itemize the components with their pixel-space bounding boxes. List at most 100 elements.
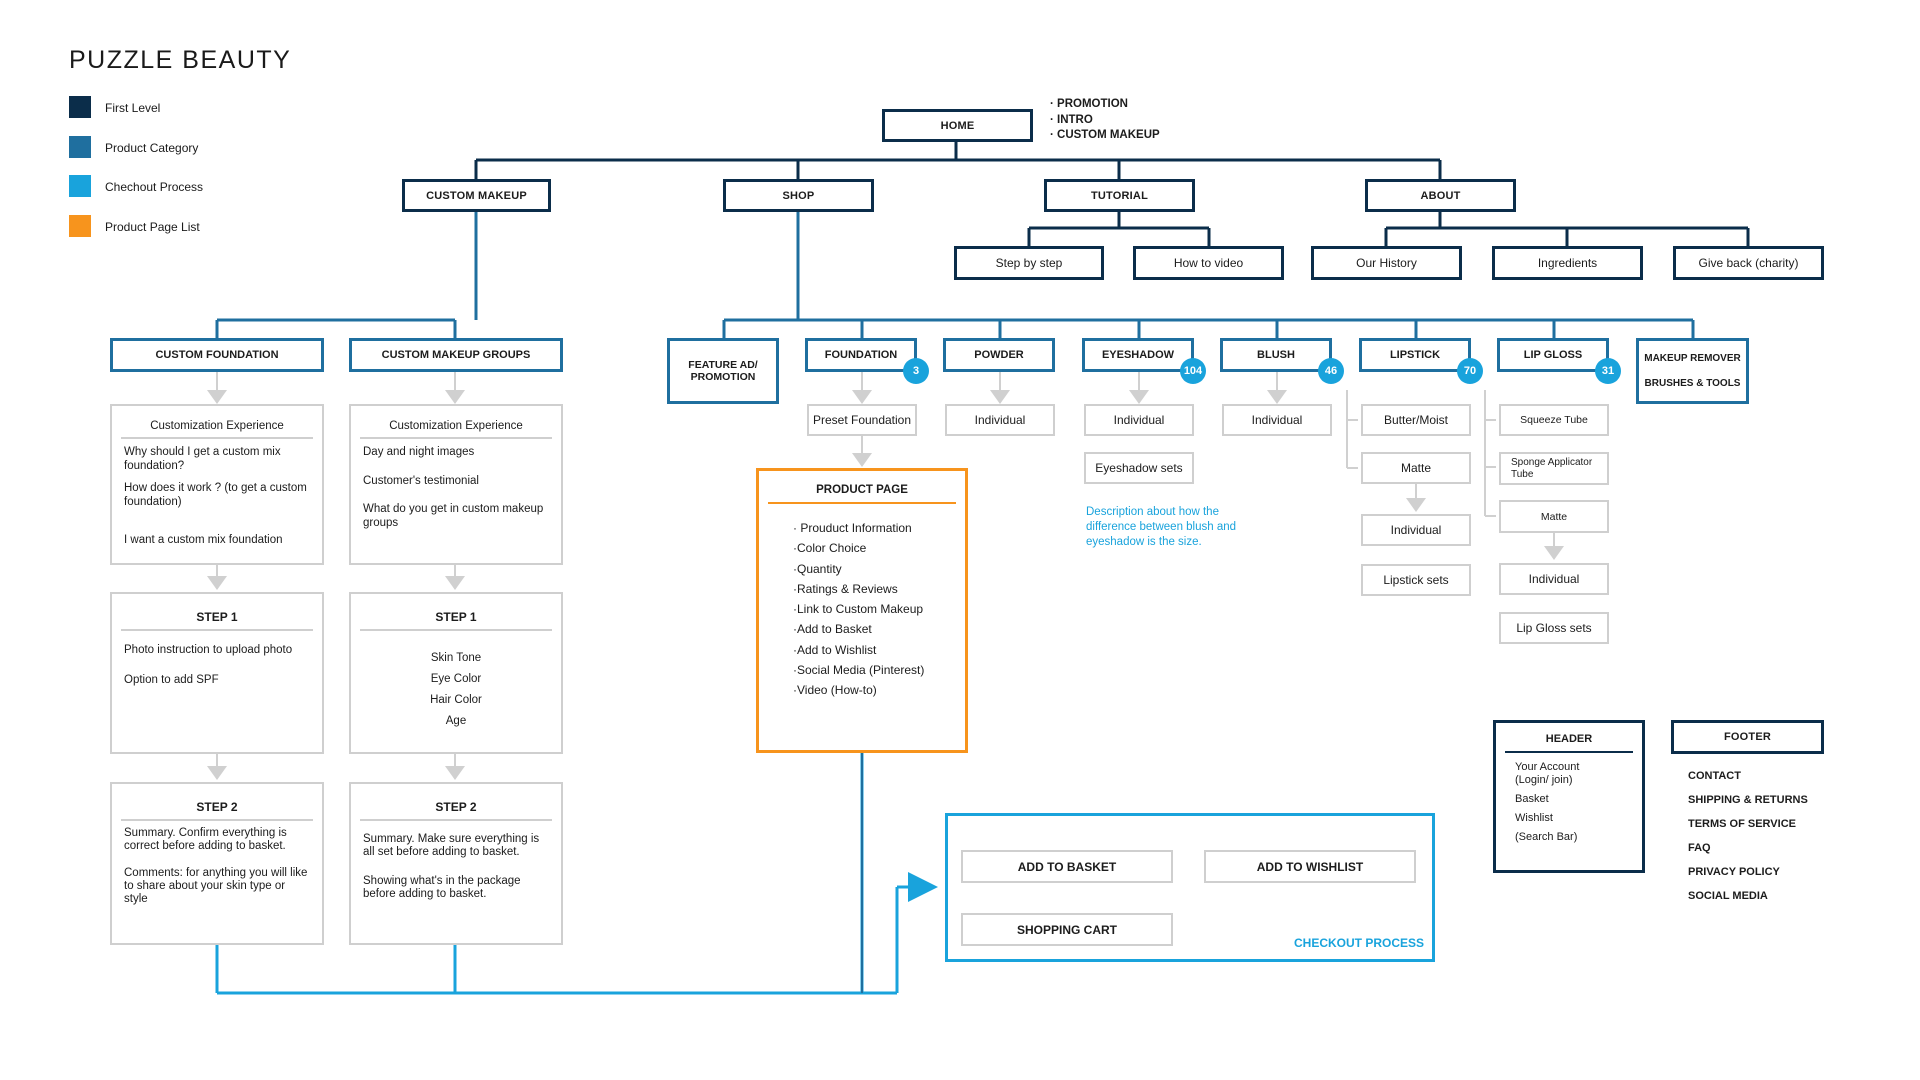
eyeshadow-node[interactable]: EYESHADOW — [1082, 338, 1194, 372]
panel-item: Summary. Confirm everything is correct b… — [124, 827, 287, 852]
home-note: · PROMOTION — [1050, 98, 1128, 110]
panel-item: Skin Tone — [430, 652, 482, 664]
foundation-node[interactable]: FOUNDATION — [805, 338, 917, 372]
lipstick-node[interactable]: LIPSTICK — [1359, 338, 1471, 372]
product-page-title: PRODUCT PAGE — [816, 484, 908, 496]
ingredients-node[interactable]: Ingredients — [1492, 246, 1643, 280]
panel-item: Eye Color — [430, 673, 482, 685]
blush-individual-node[interactable]: Individual — [1222, 404, 1332, 436]
legend-swatch-first-level — [69, 96, 91, 118]
custom-foundation-node[interactable]: CUSTOM FOUNDATION — [110, 338, 324, 372]
home-node[interactable]: HOME — [882, 109, 1033, 142]
powder-individual-node[interactable]: Individual — [945, 404, 1055, 436]
panel-item: Age — [445, 715, 467, 727]
header-item: Wishlist — [1515, 812, 1553, 824]
cg-step2-panel: STEP 2 Summary. Make sure everything is … — [349, 782, 563, 945]
cf-experience-panel: Customization Experience Why should I ge… — [110, 404, 324, 565]
feature-ad-node[interactable]: FEATURE AD/ PROMOTION — [667, 338, 779, 404]
header-item: (Search Bar) — [1515, 831, 1578, 843]
footer-item: FAQ — [1688, 842, 1711, 854]
remover-line: MAKEUP REMOVER — [1644, 353, 1741, 364]
panel-item: I want a custom mix foundation — [124, 534, 283, 546]
preset-foundation-node[interactable]: Preset Foundation — [807, 404, 917, 436]
tutorial-node[interactable]: TUTORIAL — [1044, 179, 1195, 212]
lipstick-count-badge: 70 — [1457, 358, 1483, 384]
product-page-item: ·Link to Custom Makeup — [793, 602, 924, 617]
checkout-process-label: CHECKOUT PROCESS — [1294, 936, 1425, 950]
shopping-cart-node[interactable]: SHOPPING CART — [961, 913, 1173, 946]
cg-experience-panel: Customization Experience Day and night i… — [349, 404, 563, 565]
custom-makeup-node[interactable]: CUSTOM MAKEUP — [402, 179, 551, 212]
panel-heading: STEP 1 — [196, 610, 238, 624]
tools-line: BRUSHES & TOOLS — [1644, 378, 1741, 389]
home-notes: · PROMOTION · INTRO · CUSTOM MAKEUP — [1050, 97, 1160, 144]
gloss-sponge-node[interactable]: Sponge Applicator Tube — [1499, 452, 1609, 485]
panel-item: Comments: for anything you will like to … — [124, 867, 308, 905]
panel-item: Customer's testimonial — [363, 475, 479, 487]
eyeshadow-sets-node[interactable]: Eyeshadow sets — [1084, 452, 1194, 484]
cg-step1-panel: STEP 1 Skin Tone Eye Color Hair Color Ag… — [349, 592, 563, 754]
panel-heading: STEP 2 — [196, 800, 238, 814]
custom-makeup-groups-node[interactable]: CUSTOM MAKEUP GROUPS — [349, 338, 563, 372]
lipstick-butter-node[interactable]: Butter/Moist — [1361, 404, 1471, 436]
header-panel: HEADER Your Account (Login/ join) Basket… — [1493, 720, 1645, 873]
legend-label: First Level — [105, 101, 161, 115]
panel-heading: STEP 1 — [435, 610, 477, 624]
panel-item: Photo instruction to upload photo — [124, 644, 293, 656]
footer-item: CONTACT — [1688, 770, 1741, 782]
footer-node: FOOTER — [1671, 720, 1824, 754]
footer-item: SHIPPING & RETURNS — [1688, 794, 1808, 806]
product-page-item: · Prouduct Information — [793, 521, 912, 535]
product-page-item: ·Add to Basket — [793, 622, 872, 637]
foundation-count-badge: 3 — [903, 358, 929, 384]
gloss-individual-node[interactable]: Individual — [1499, 563, 1609, 595]
eyeshadow-individual-node[interactable]: Individual — [1084, 404, 1194, 436]
blush-node[interactable]: BLUSH — [1220, 338, 1332, 372]
gloss-matte-node[interactable]: Matte — [1499, 500, 1609, 533]
panel-item: What do you get in custom makeup groups — [363, 503, 544, 529]
legend-swatch-product-category — [69, 136, 91, 158]
eyeshadow-note: Description about how the difference bet… — [1086, 506, 1237, 548]
our-history-node[interactable]: Our History — [1311, 246, 1462, 280]
step-by-step-node[interactable]: Step by step — [954, 246, 1104, 280]
how-to-video-node[interactable]: How to video — [1133, 246, 1284, 280]
product-page-item: ·Ratings & Reviews — [793, 581, 898, 596]
lipstick-matte-node[interactable]: Matte — [1361, 452, 1471, 484]
home-note: · INTRO — [1050, 113, 1093, 126]
legend-swatch-checkout — [69, 175, 91, 197]
lipstick-sets-node[interactable]: Lipstick sets — [1361, 564, 1471, 596]
panel-heading: Customization Experience — [389, 420, 523, 432]
product-page-item: ·Video (How-to) — [793, 683, 877, 698]
panel-item: Option to add SPF — [124, 674, 219, 686]
add-to-wishlist-node[interactable]: ADD TO WISHLIST — [1204, 850, 1416, 883]
makeup-remover-node[interactable]: MAKEUP REMOVER BRUSHES & TOOLS — [1636, 338, 1749, 404]
add-to-basket-node[interactable]: ADD TO BASKET — [961, 850, 1173, 883]
home-note: · CUSTOM MAKEUP — [1050, 129, 1160, 141]
header-title: HEADER — [1545, 733, 1593, 745]
panel-item: How does it work ? (to get a custom foun… — [124, 482, 307, 508]
footer-items: CONTACT SHIPPING & RETURNS TERMS OF SERV… — [1688, 764, 1808, 908]
blush-count-badge: 46 — [1318, 358, 1344, 384]
cf-step1-panel: STEP 1 Photo instruction to upload photo… — [110, 592, 324, 754]
panel-heading: Customization Experience — [150, 420, 284, 432]
product-page-item: ·Add to Wishlist — [793, 642, 877, 657]
about-node[interactable]: ABOUT — [1365, 179, 1516, 212]
lip-gloss-count-badge: 31 — [1595, 358, 1621, 384]
lip-gloss-node[interactable]: LIP GLOSS — [1497, 338, 1609, 372]
footer-item: TERMS OF SERVICE — [1688, 818, 1796, 830]
gloss-sets-node[interactable]: Lip Gloss sets — [1499, 612, 1609, 644]
lipstick-individual-node[interactable]: Individual — [1361, 514, 1471, 546]
panel-item: Day and night images — [363, 446, 475, 458]
give-back-node[interactable]: Give back (charity) — [1673, 246, 1824, 280]
footer-item: PRIVACY POLICY — [1688, 866, 1780, 878]
header-item: Your Account (Login/ join) — [1515, 761, 1580, 786]
panel-item: Summary. Make sure everything is all set… — [363, 833, 540, 858]
gloss-squeeze-node[interactable]: Squeeze Tube — [1499, 404, 1609, 436]
product-page-item: ·Social Media (Pinterest) — [793, 663, 925, 678]
legend-label: Chechout Process — [105, 180, 204, 194]
shop-node[interactable]: SHOP — [723, 179, 874, 212]
product-page-panel: PRODUCT PAGE · Prouduct Information ·Col… — [756, 468, 968, 753]
product-page-item: ·Quantity — [793, 561, 842, 576]
powder-node[interactable]: POWDER — [943, 338, 1055, 372]
